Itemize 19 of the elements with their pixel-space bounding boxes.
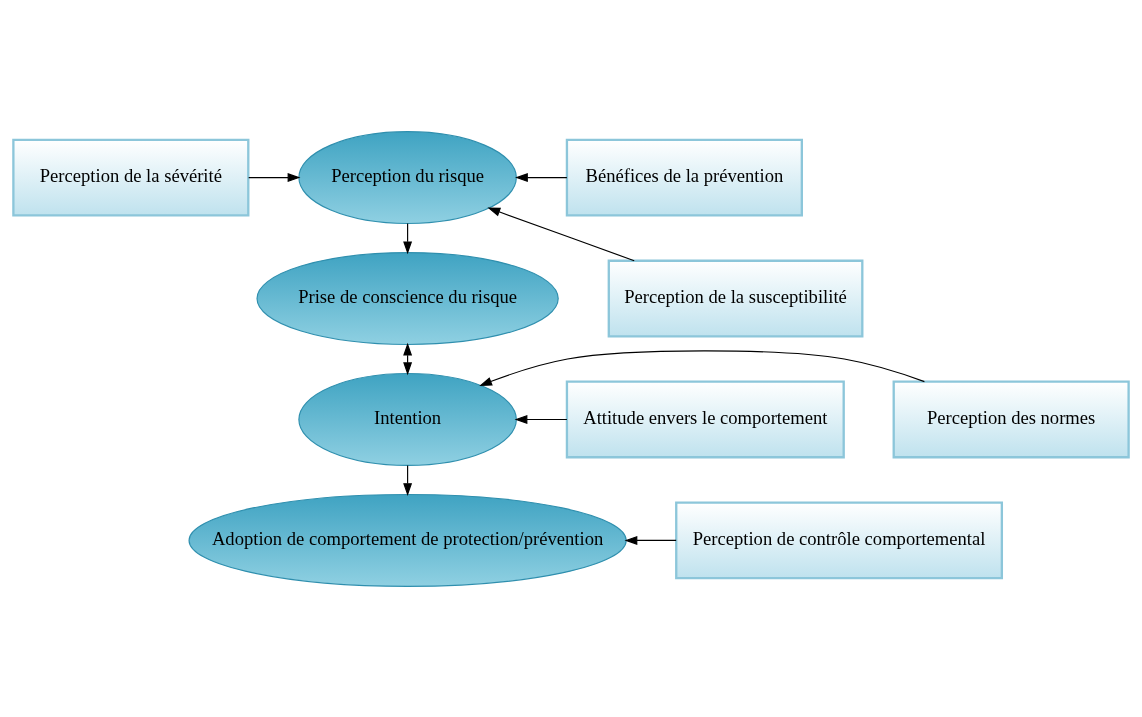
arrow — [479, 349, 925, 386]
node-ellipse: Adoption de comportement de protection/prévention — [188, 493, 627, 587]
node-ellipse: Intention — [298, 372, 517, 466]
node-box: Attitude envers le comportement — [565, 380, 845, 458]
node-box: Perception des normes — [892, 380, 1130, 458]
node-ellipse: Perception du risque — [298, 130, 517, 224]
arrow — [403, 222, 413, 254]
arrow — [403, 342, 413, 375]
node-box: Perception de la sévérité — [12, 138, 250, 217]
node-box: Perception de contrôle comportemental — [675, 500, 1004, 579]
arrow — [514, 414, 568, 424]
arrow — [515, 172, 568, 182]
node-box: Bénéfices de la prévention — [565, 138, 803, 217]
arrow — [624, 535, 677, 545]
arrow — [403, 464, 413, 496]
node-ellipse: Prise de conscience du risque — [256, 251, 559, 345]
arrow — [248, 172, 301, 182]
arrow — [487, 207, 635, 261]
node-box: Perception de la susceptibilité — [607, 259, 864, 337]
